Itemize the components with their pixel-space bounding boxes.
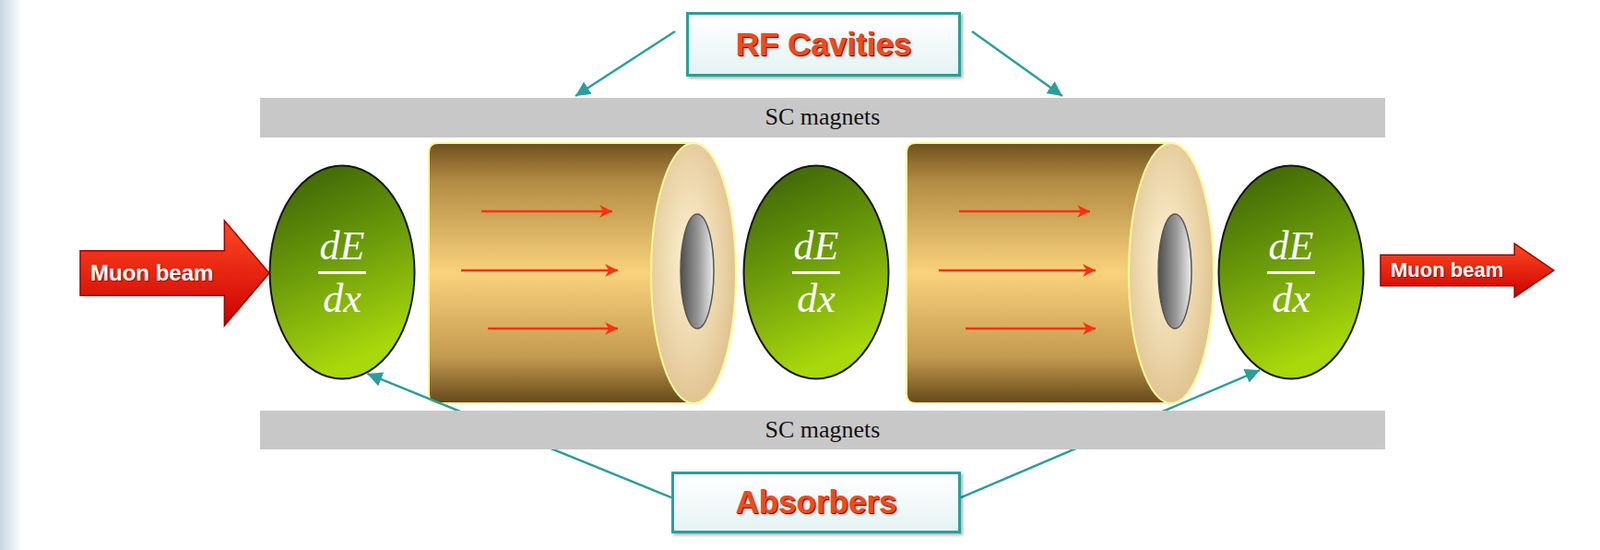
absorber-disc: dEdx (742, 164, 890, 380)
beam-arrow: Muon beam (1379, 242, 1555, 298)
leader-line (575, 31, 676, 96)
text-holder: Muon beam (79, 219, 225, 327)
magnet-label: SC magnets (765, 416, 881, 444)
text-stack: RF Cavities (735, 26, 913, 63)
text-stack: SC magnets (765, 416, 881, 444)
callout-label: Absorbers (734, 484, 897, 521)
absorber-disc: dEdx (268, 164, 416, 380)
field-arrow (965, 327, 1096, 331)
fraction-term: dx (318, 273, 368, 320)
fraction-term: dE (318, 225, 368, 274)
text-stack: SC magnets (765, 104, 881, 131)
cavity-face (651, 142, 736, 403)
field-arrow (481, 210, 613, 214)
absorber-ellipse (270, 165, 415, 380)
magnet-bar: SC magnets (260, 97, 1386, 138)
text-holder: RF Cavities (688, 14, 959, 74)
beam-label: Muon beam (90, 260, 214, 285)
text-stack: Muon beam (1390, 259, 1504, 282)
field-arrow (959, 210, 1091, 214)
magnet-label: SC magnets (765, 104, 881, 131)
beam-arrow: Muon beam (79, 219, 271, 327)
absorber-ellipse (1219, 165, 1364, 380)
text-stack: Absorbers (734, 484, 897, 521)
cavity-bore (1158, 213, 1192, 329)
arrow-shape (80, 220, 270, 326)
cavity-face (1128, 142, 1214, 403)
cavity-body (428, 142, 736, 403)
text-holder: dEdx (742, 164, 890, 380)
callout-box: Absorbers (671, 471, 961, 534)
absorber-ellipse (744, 165, 889, 380)
cavity-bore (680, 213, 714, 329)
callout-label: RF Cavities (735, 26, 913, 63)
text-holder: Muon beam (1379, 242, 1515, 298)
text-holder: dEdx (268, 164, 416, 380)
field-arrow (487, 327, 618, 331)
field-arrow (461, 269, 618, 273)
fraction-term: dx (792, 273, 842, 320)
fraction-term: dE (1267, 225, 1316, 274)
rf-cavity (906, 142, 1214, 403)
text-stack: dEdx (792, 225, 842, 320)
text-holder: SC magnets (260, 410, 1386, 451)
text-holder: SC magnets (260, 97, 1386, 138)
text-stack: Muon beam (90, 260, 214, 285)
fraction-term: dE (792, 225, 842, 274)
magnet-bar: SC magnets (260, 410, 1386, 451)
text-stack: dEdx (1267, 225, 1316, 320)
beam-label: Muon beam (1390, 259, 1504, 282)
field-arrow (938, 269, 1096, 273)
text-stack: dEdx (318, 225, 368, 320)
text-holder: dEdx (1217, 164, 1365, 380)
page-edge (0, 0, 23, 550)
arrow-shape (1380, 243, 1554, 297)
text-holder: Absorbers (674, 474, 959, 531)
absorber-disc: dEdx (1217, 164, 1365, 380)
cavity-body (906, 142, 1214, 403)
rf-cavity (428, 142, 736, 403)
leader-line (971, 31, 1063, 96)
callout-box: RF Cavities (686, 11, 961, 77)
fraction-term: dx (1267, 273, 1316, 320)
